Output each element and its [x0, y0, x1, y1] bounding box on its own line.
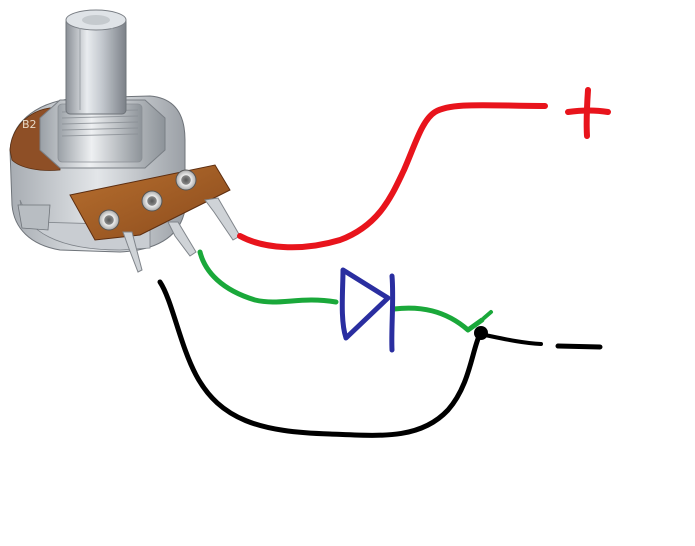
- diode-icon: [339, 267, 396, 353]
- signal-wire-tick: [482, 310, 493, 320]
- minus-icon: [555, 343, 603, 350]
- shaft: [65, 9, 127, 115]
- terminal-board: [69, 164, 231, 241]
- plus-icon: [565, 87, 611, 139]
- pad-right: [175, 169, 197, 191]
- body-marking: B2: [22, 118, 37, 131]
- terminal-leg-middle: [167, 221, 197, 257]
- pad-middle: [141, 190, 163, 212]
- terminal-legs: [122, 197, 241, 273]
- plus-label: +: [600, 139, 601, 141]
- signal-wire: [197, 249, 339, 305]
- minus-label: -: [600, 359, 601, 361]
- positive-wire: [237, 102, 548, 251]
- terminal-leg-right: [204, 197, 241, 241]
- signal-wire-after-diode: [391, 305, 485, 333]
- ground-wire: [157, 279, 483, 438]
- pad-left: [98, 209, 120, 231]
- junction-dot: [474, 326, 488, 340]
- ground-wire-out: [478, 332, 543, 346]
- potentiometer: B2: [9, 9, 241, 273]
- terminal-leg-left: [122, 231, 143, 273]
